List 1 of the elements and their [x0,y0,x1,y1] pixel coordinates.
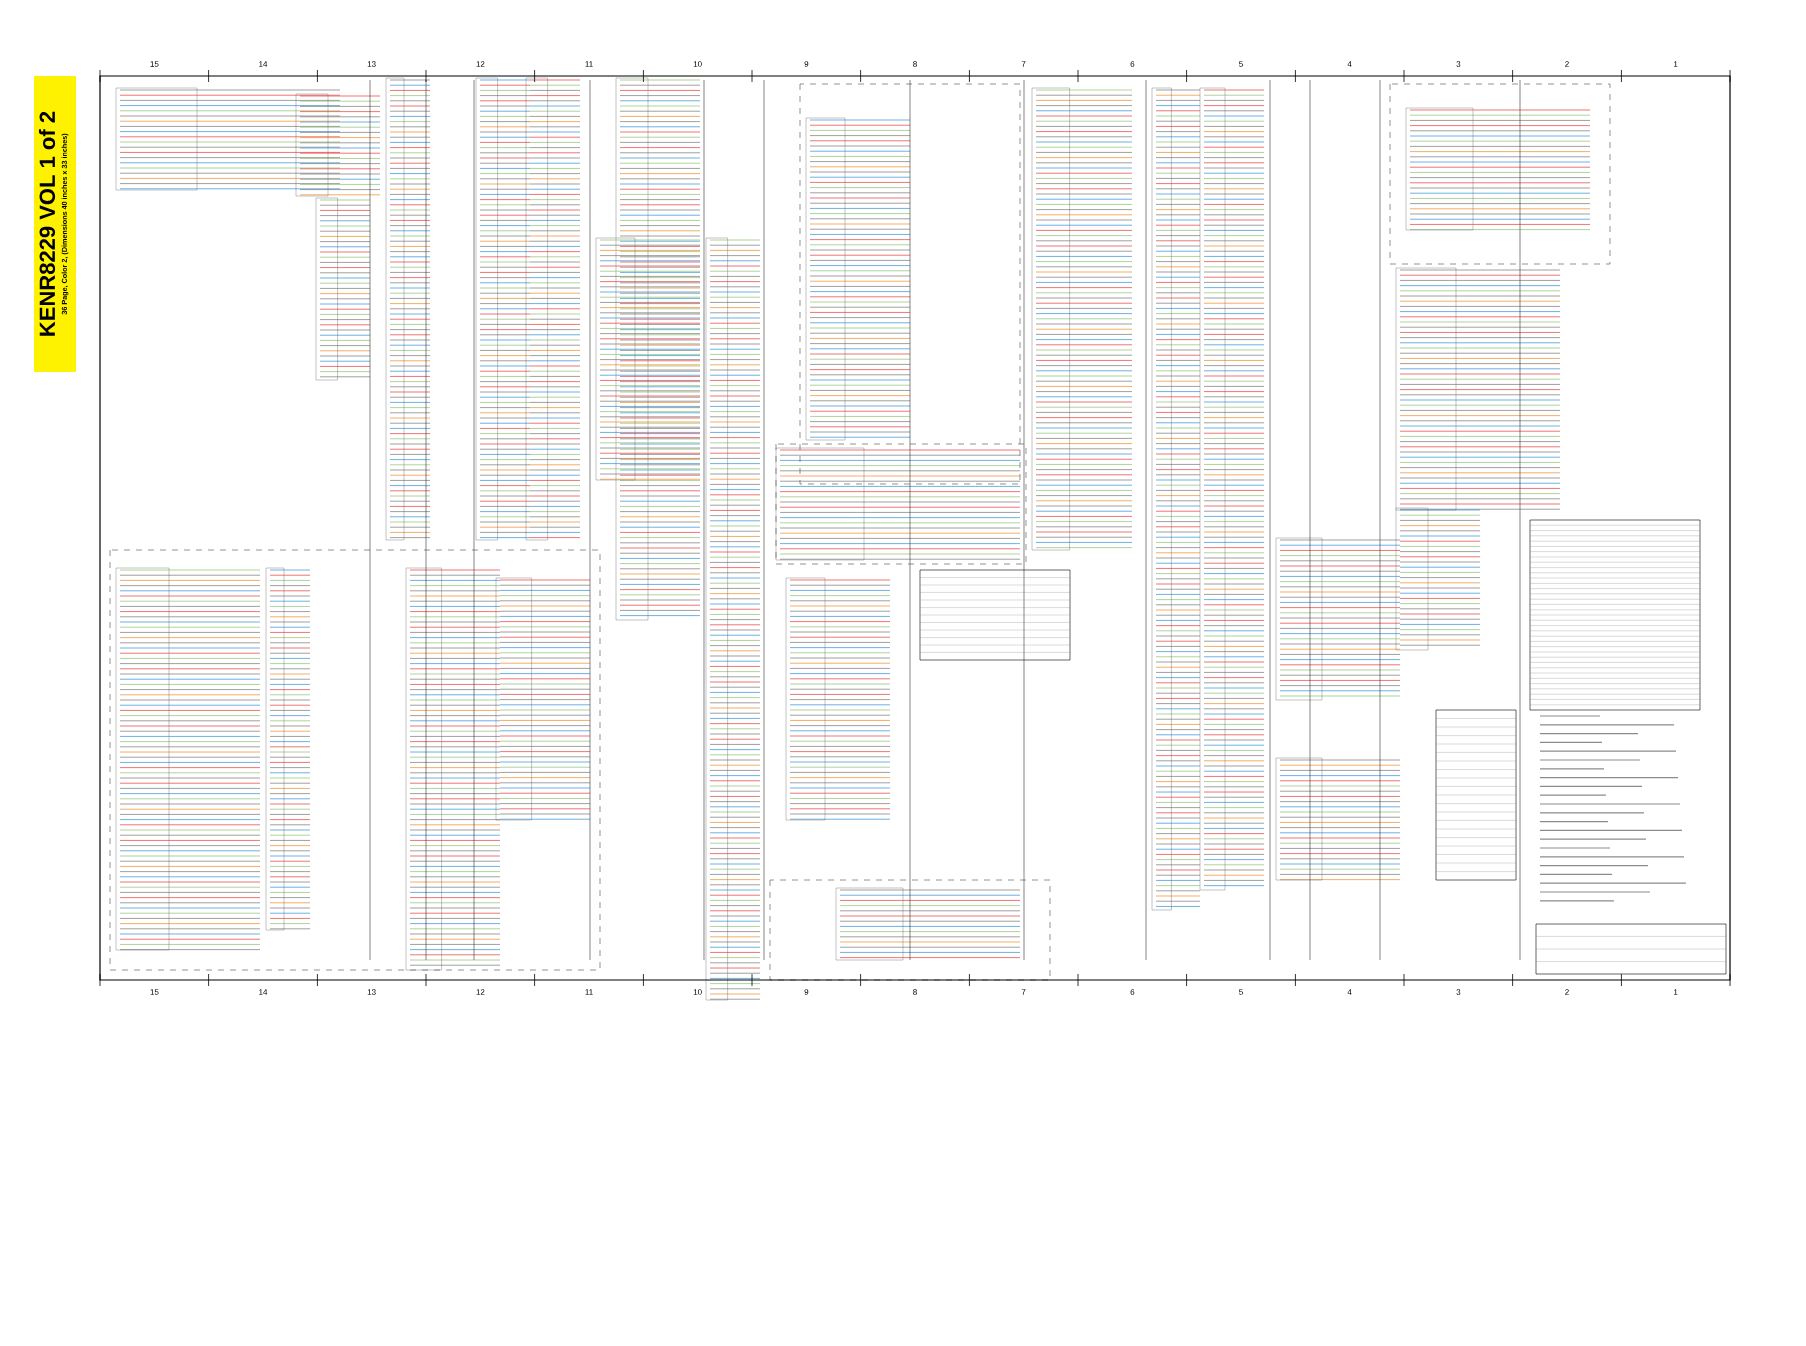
title: KENR8229 VOL 1 of 2 [38,111,56,336]
